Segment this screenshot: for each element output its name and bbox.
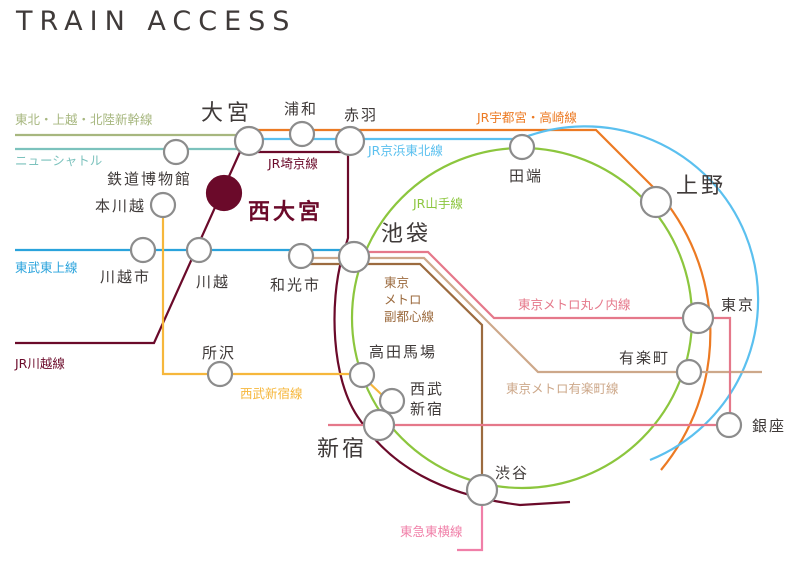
station-akabane[interactable]	[334, 125, 366, 157]
station-label-ginza: 銀座	[752, 417, 786, 435]
line-jr-saikyo	[258, 150, 571, 507]
station-label-wakoshi: 和光市	[270, 276, 321, 294]
station-urawa[interactable]	[288, 120, 316, 148]
label-metro-yurakucho: 東京メトロ有楽町線	[506, 381, 619, 396]
station-wakoshi[interactable]	[287, 242, 315, 270]
station-label-ikebukuro: 池袋	[381, 222, 431, 247]
line-tokyu-toyoko	[457, 490, 484, 552]
station-label-yurakucho: 有楽町	[619, 349, 670, 367]
station-kawagoe[interactable]	[185, 236, 213, 264]
station-nishi-omiya[interactable]	[205, 174, 243, 212]
line-jr-keihin-tohoku	[250, 125, 760, 462]
station-tabata[interactable]	[508, 133, 536, 161]
label-seibu-shinjuku: 西武新宿線	[240, 386, 303, 401]
station-label-seibu-shinjuku: 西武新宿	[410, 380, 444, 418]
station-label-hon-kawagoe: 本川越	[95, 197, 146, 215]
label-jr-yamanote: JR山手線	[412, 196, 463, 211]
station-shinjuku[interactable]	[362, 408, 396, 442]
label-new-shuttle: ニューシャトル	[15, 153, 102, 168]
station-ueno[interactable]	[639, 185, 673, 219]
label-tobu-tojo: 東武東上線	[15, 260, 78, 275]
station-label-tokyo: 東京	[721, 296, 755, 314]
station-omiya[interactable]	[233, 125, 265, 157]
station-label-shibuya: 渋谷	[495, 464, 529, 482]
station-shibuya[interactable]	[465, 473, 499, 507]
station-railway-museum[interactable]	[162, 138, 190, 166]
line-jr-kawagoe	[15, 142, 246, 345]
station-label-takadanobaba: 高田馬場	[369, 343, 437, 361]
station-label-shinjuku: 新宿	[317, 437, 367, 462]
station-tokyo[interactable]	[681, 301, 715, 335]
line-metro-marunouchi	[328, 250, 732, 427]
station-label-kawagoeshi: 川越市	[100, 268, 151, 286]
station-label-urawa: 浦和	[284, 100, 318, 118]
station-yurakucho[interactable]	[675, 358, 703, 386]
label-jr-saikyo: JR埼京線	[267, 156, 318, 171]
label-jr-kawagoe: JR川越線	[14, 356, 65, 371]
page-title: TRAIN ACCESS	[16, 6, 297, 37]
label-tohoku-shinkansen: 東北・上越・北陸新幹線	[15, 112, 153, 127]
station-label-ueno: 上野	[676, 174, 726, 199]
station-label-railway-museum: 鉄道博物館	[107, 170, 192, 188]
station-ikebukuro[interactable]	[337, 240, 371, 274]
label-jr-utsunomiya-takasaki: JR宇都宮・高崎線	[476, 110, 577, 125]
station-label-nishi-omiya: 西大宮	[248, 199, 323, 225]
station-label-kawagoe: 川越	[196, 273, 230, 291]
station-hon-kawagoe[interactable]	[149, 191, 177, 219]
label-tokyu-toyoko: 東急東横線	[400, 524, 463, 539]
station-tokorozawa[interactable]	[206, 360, 234, 388]
station-label-akabane: 赤羽	[344, 106, 378, 124]
label-metro-marunouchi: 東京メトロ丸ノ内線	[518, 297, 631, 312]
label-jr-keihin-tohoku: JR京浜東北線	[367, 143, 443, 158]
station-takadanobaba[interactable]	[348, 361, 376, 389]
station-kawagoeshi[interactable]	[129, 236, 157, 264]
line-seibu-shinjuku	[161, 207, 383, 396]
station-label-tokorozawa: 所沢	[202, 344, 236, 362]
station-label-tabata: 田端	[509, 167, 543, 185]
station-label-omiya: 大宮	[201, 101, 253, 126]
label-metro-fukutoshin: 東京メトロ副都心線	[384, 275, 435, 324]
station-ginza[interactable]	[715, 411, 743, 439]
line-jr-utsunomiya-takasaki	[250, 128, 712, 471]
station-seibu-shinjuku[interactable]	[378, 387, 406, 415]
